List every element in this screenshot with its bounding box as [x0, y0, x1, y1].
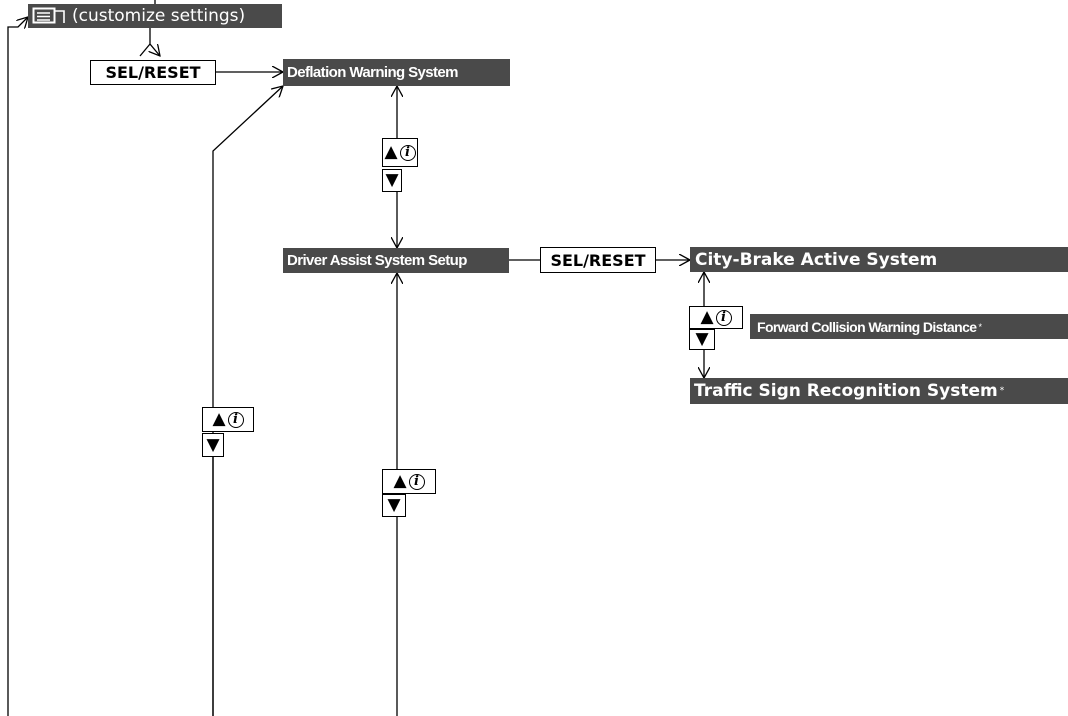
- customize-settings-header: (customize settings): [28, 4, 282, 28]
- deflation-warning-system-label: Deflation Warning System: [287, 64, 459, 81]
- sel-reset-label-2: SEL/RESET: [550, 250, 646, 270]
- menu-icon: [32, 7, 65, 24]
- down-button-2[interactable]: ▼: [382, 494, 406, 517]
- up-triangle-icon: ▲: [212, 409, 226, 429]
- info-icon: i: [399, 144, 416, 161]
- header-to-selreset-line: [150, 28, 160, 56]
- outer-loop-line: [7, 17, 28, 716]
- down-button-left[interactable]: ▼: [202, 433, 224, 457]
- traffic-sign-recognition-system-label: Traffic Sign Recognition System: [694, 381, 998, 401]
- city-brake-active-system-item[interactable]: City-Brake Active System: [690, 247, 1068, 272]
- info-icon: i: [227, 411, 244, 428]
- down-triangle-icon: ▼: [695, 329, 709, 349]
- info-icon: i: [408, 473, 425, 490]
- customize-settings-label: (customize settings): [72, 6, 246, 26]
- info-icon: i: [715, 309, 732, 326]
- up-info-button-1[interactable]: ▲ i: [382, 138, 418, 167]
- down-triangle-icon: ▼: [387, 495, 401, 515]
- up-info-button-3[interactable]: ▲ i: [689, 306, 743, 329]
- up-info-button-left[interactable]: ▲ i: [202, 407, 254, 432]
- left-loop-line: [212, 86, 283, 716]
- city-brake-active-system-label: City-Brake Active System: [695, 249, 938, 270]
- header-to-selreset-line-left: [139, 43, 151, 57]
- down-triangle-icon: ▼: [385, 170, 399, 190]
- sel-reset-label: SEL/RESET: [105, 63, 201, 82]
- driver-assist-system-setup-item[interactable]: Driver Assist System Setup: [283, 248, 509, 273]
- forward-collision-warning-distance-label: Forward Collision Warning Distance: [757, 318, 977, 335]
- deflation-warning-system-item[interactable]: Deflation Warning System: [283, 59, 510, 86]
- traffic-sign-recognition-system-item[interactable]: Traffic Sign Recognition System *: [690, 378, 1068, 404]
- down-triangle-icon: ▼: [206, 434, 220, 455]
- up-triangle-icon: ▲: [700, 307, 714, 327]
- up-info-button-2[interactable]: ▲ i: [382, 469, 436, 494]
- sel-reset-button-2[interactable]: SEL/RESET: [540, 247, 656, 273]
- up-triangle-icon: ▲: [393, 471, 407, 491]
- down-button-1[interactable]: ▼: [382, 169, 402, 192]
- forward-collision-warning-distance-item[interactable]: Forward Collision Warning Distance *: [750, 314, 1068, 339]
- down-button-3[interactable]: ▼: [689, 329, 715, 350]
- driver-assist-system-setup-label: Driver Assist System Setup: [287, 252, 467, 269]
- sel-reset-button[interactable]: SEL/RESET: [90, 60, 216, 85]
- footnote-mark: *: [999, 386, 1005, 396]
- up-triangle-icon: ▲: [384, 142, 398, 162]
- footnote-mark: *: [978, 321, 982, 332]
